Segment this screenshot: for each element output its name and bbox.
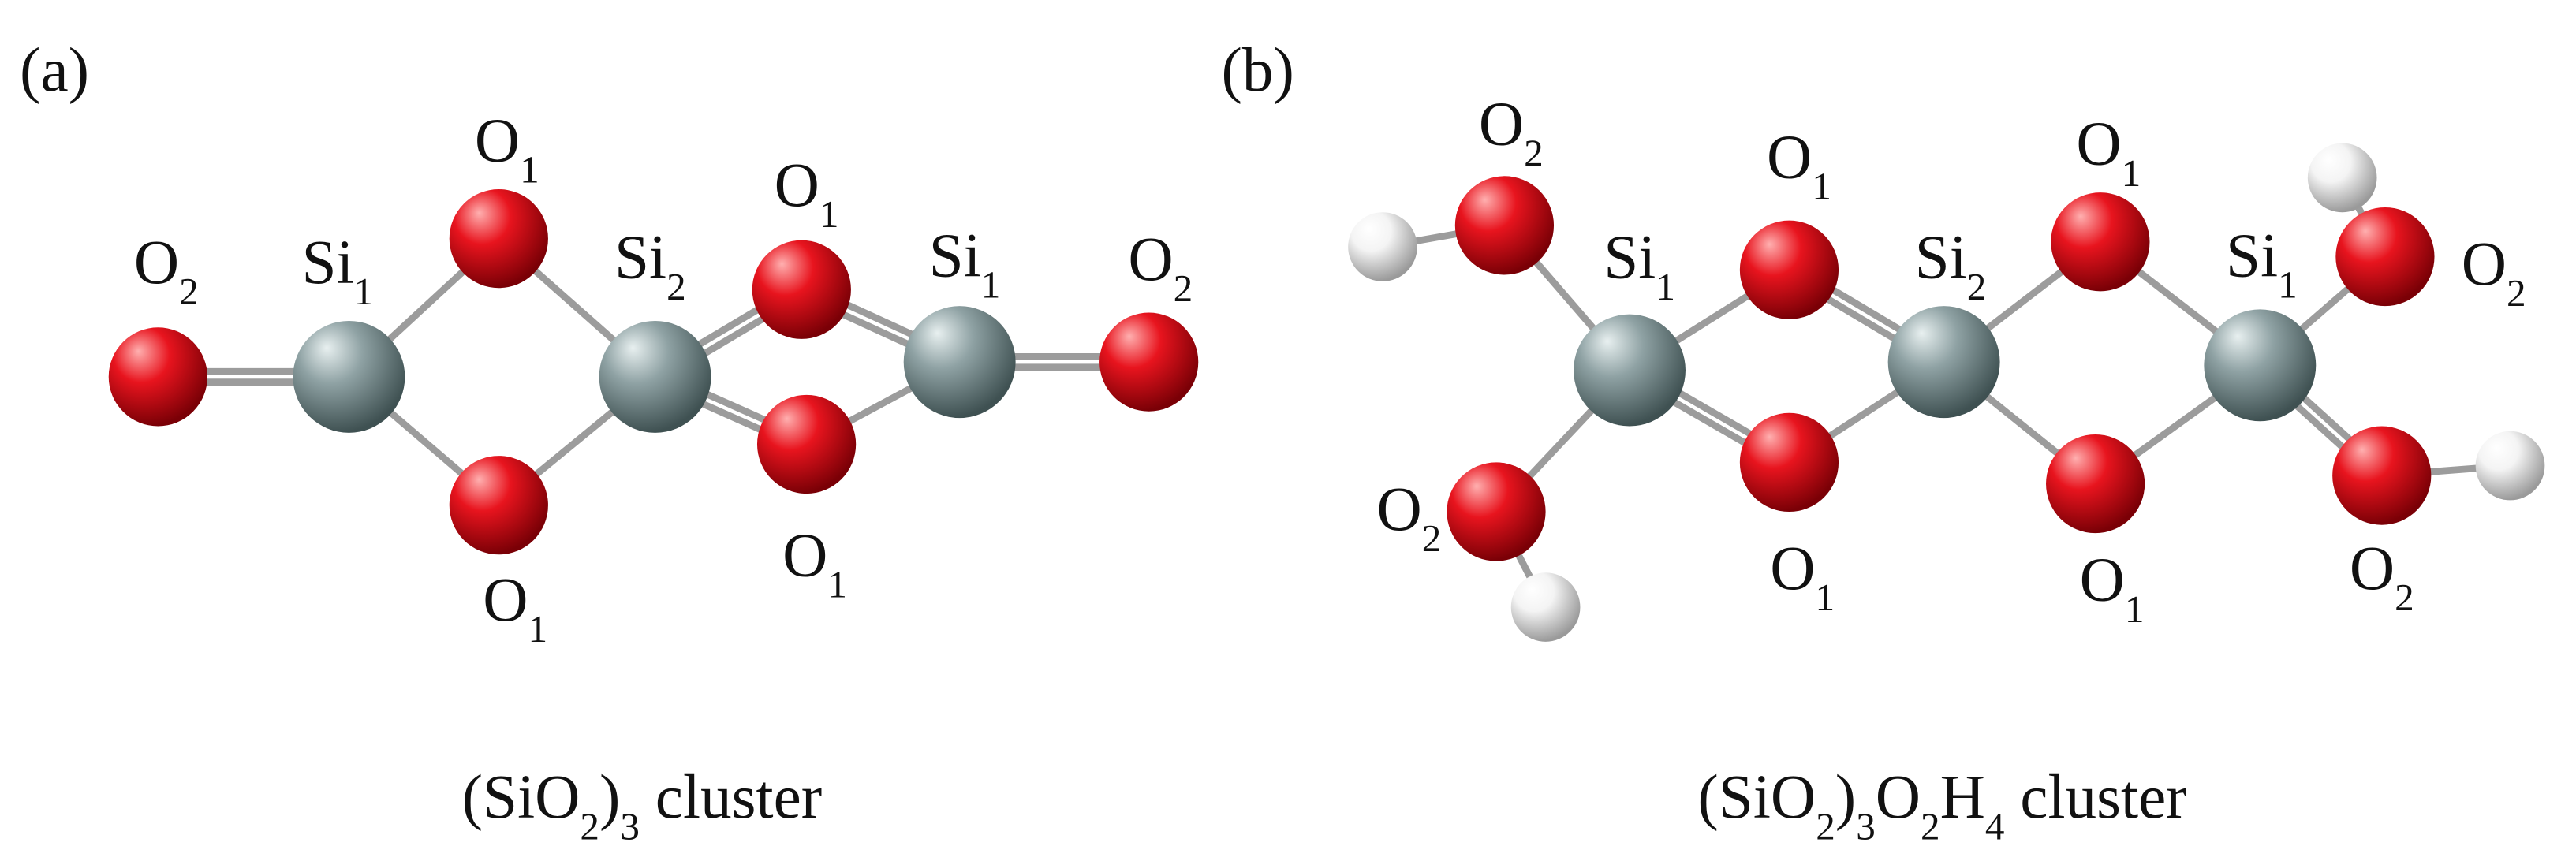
oxygen-atom-O2_tl — [1454, 176, 1555, 275]
panel-caption: (SiO2​)3​ cluster — [462, 762, 823, 848]
oxygen-atom-O1TR — [2051, 192, 2150, 292]
oxygen-atom-O1TL — [449, 188, 548, 289]
hydrogen-atom-H_tl — [1348, 212, 1417, 281]
silicon-atom-Si1R — [903, 306, 1016, 419]
panel-caption: (SiO2​)3​O2​H4​ cluster — [1697, 762, 2186, 848]
oxygen-atom-O1BL — [1739, 412, 1839, 512]
oxygen-atom-O1BL — [449, 456, 548, 555]
atom-label: O2​ — [1479, 90, 1544, 175]
silicon-atom-Si1R — [2204, 309, 2317, 422]
atom-label: O2​ — [1128, 225, 1193, 310]
silicon-atom-Si1L — [293, 320, 405, 433]
atom-label: Si1​ — [1603, 223, 1675, 308]
atom-label: O2​ — [2350, 534, 2414, 619]
silicon-atom-Si1L — [1574, 314, 1686, 427]
oxygen-atom-O1BR — [756, 394, 857, 494]
atom-label: O1​ — [475, 106, 539, 192]
atom-label: Si1​ — [2226, 222, 2298, 307]
atoms — [108, 188, 1199, 555]
atom-label: O1​ — [2076, 110, 2141, 195]
hydrogen-atom-H_tr — [2307, 143, 2377, 213]
oxygen-atom-O2_tr — [2335, 207, 2435, 307]
panel-b: O2​ Si1​ O1​ Si2​ O1​ Si1​ O2​ O2​ O1​ O1​ O2​ (b) (… — [1221, 35, 2545, 848]
oxygen-atom-O1BR — [2046, 434, 2145, 534]
atom-label: O2​ — [2462, 229, 2526, 315]
atom-label: O1​ — [1767, 122, 1831, 207]
atom-label: O1​ — [775, 151, 839, 236]
hydrogen-atom-H_br — [2475, 430, 2545, 501]
oxygen-atom-O2_bl — [1447, 462, 1546, 561]
silicon-atom-Si2 — [599, 320, 711, 433]
atom-labels: O2​ Si1​ O1​ Si2​ O1​ Si1​ O2​ O2​ O1​ O1​ O2​ — [1376, 90, 2526, 631]
panel-tag: (b) — [1221, 35, 1294, 105]
atom-label: Si2​ — [1915, 223, 1987, 308]
atom-label: O2​ — [134, 228, 199, 313]
oxygen-atom-O1TL — [1739, 220, 1839, 319]
atom-label: O1​ — [2080, 546, 2145, 631]
panel-a: O2​ Si1​ O1​ Si2​ O1​ Si1​ O2​ O1​ O1​ (a) (SiO2​)… — [20, 35, 1199, 848]
atom-label: Si1​ — [929, 222, 1001, 307]
silicon-atom-Si2 — [1887, 306, 2000, 419]
atom-label: O2​ — [1376, 475, 1441, 560]
atom-label: Si2​ — [614, 223, 686, 308]
atoms — [1348, 143, 2545, 642]
atom-label: O1​ — [1770, 534, 1835, 619]
atom-labels: O2​ Si1​ O1​ Si2​ O1​ Si1​ O2​ O1​ O1​ — [134, 106, 1193, 650]
oxygen-atom-O2R — [1099, 312, 1199, 412]
atom-label: Si1​ — [301, 228, 373, 313]
atom-label: O1​ — [782, 520, 847, 606]
hydrogen-atom-H_bl — [1510, 572, 1581, 642]
panel-tag: (a) — [20, 35, 89, 105]
atom-label: O1​ — [483, 565, 547, 650]
oxygen-atom-O2L — [108, 327, 207, 427]
oxygen-atom-O2_br — [2332, 426, 2432, 525]
oxygen-atom-O1TR — [752, 240, 851, 339]
